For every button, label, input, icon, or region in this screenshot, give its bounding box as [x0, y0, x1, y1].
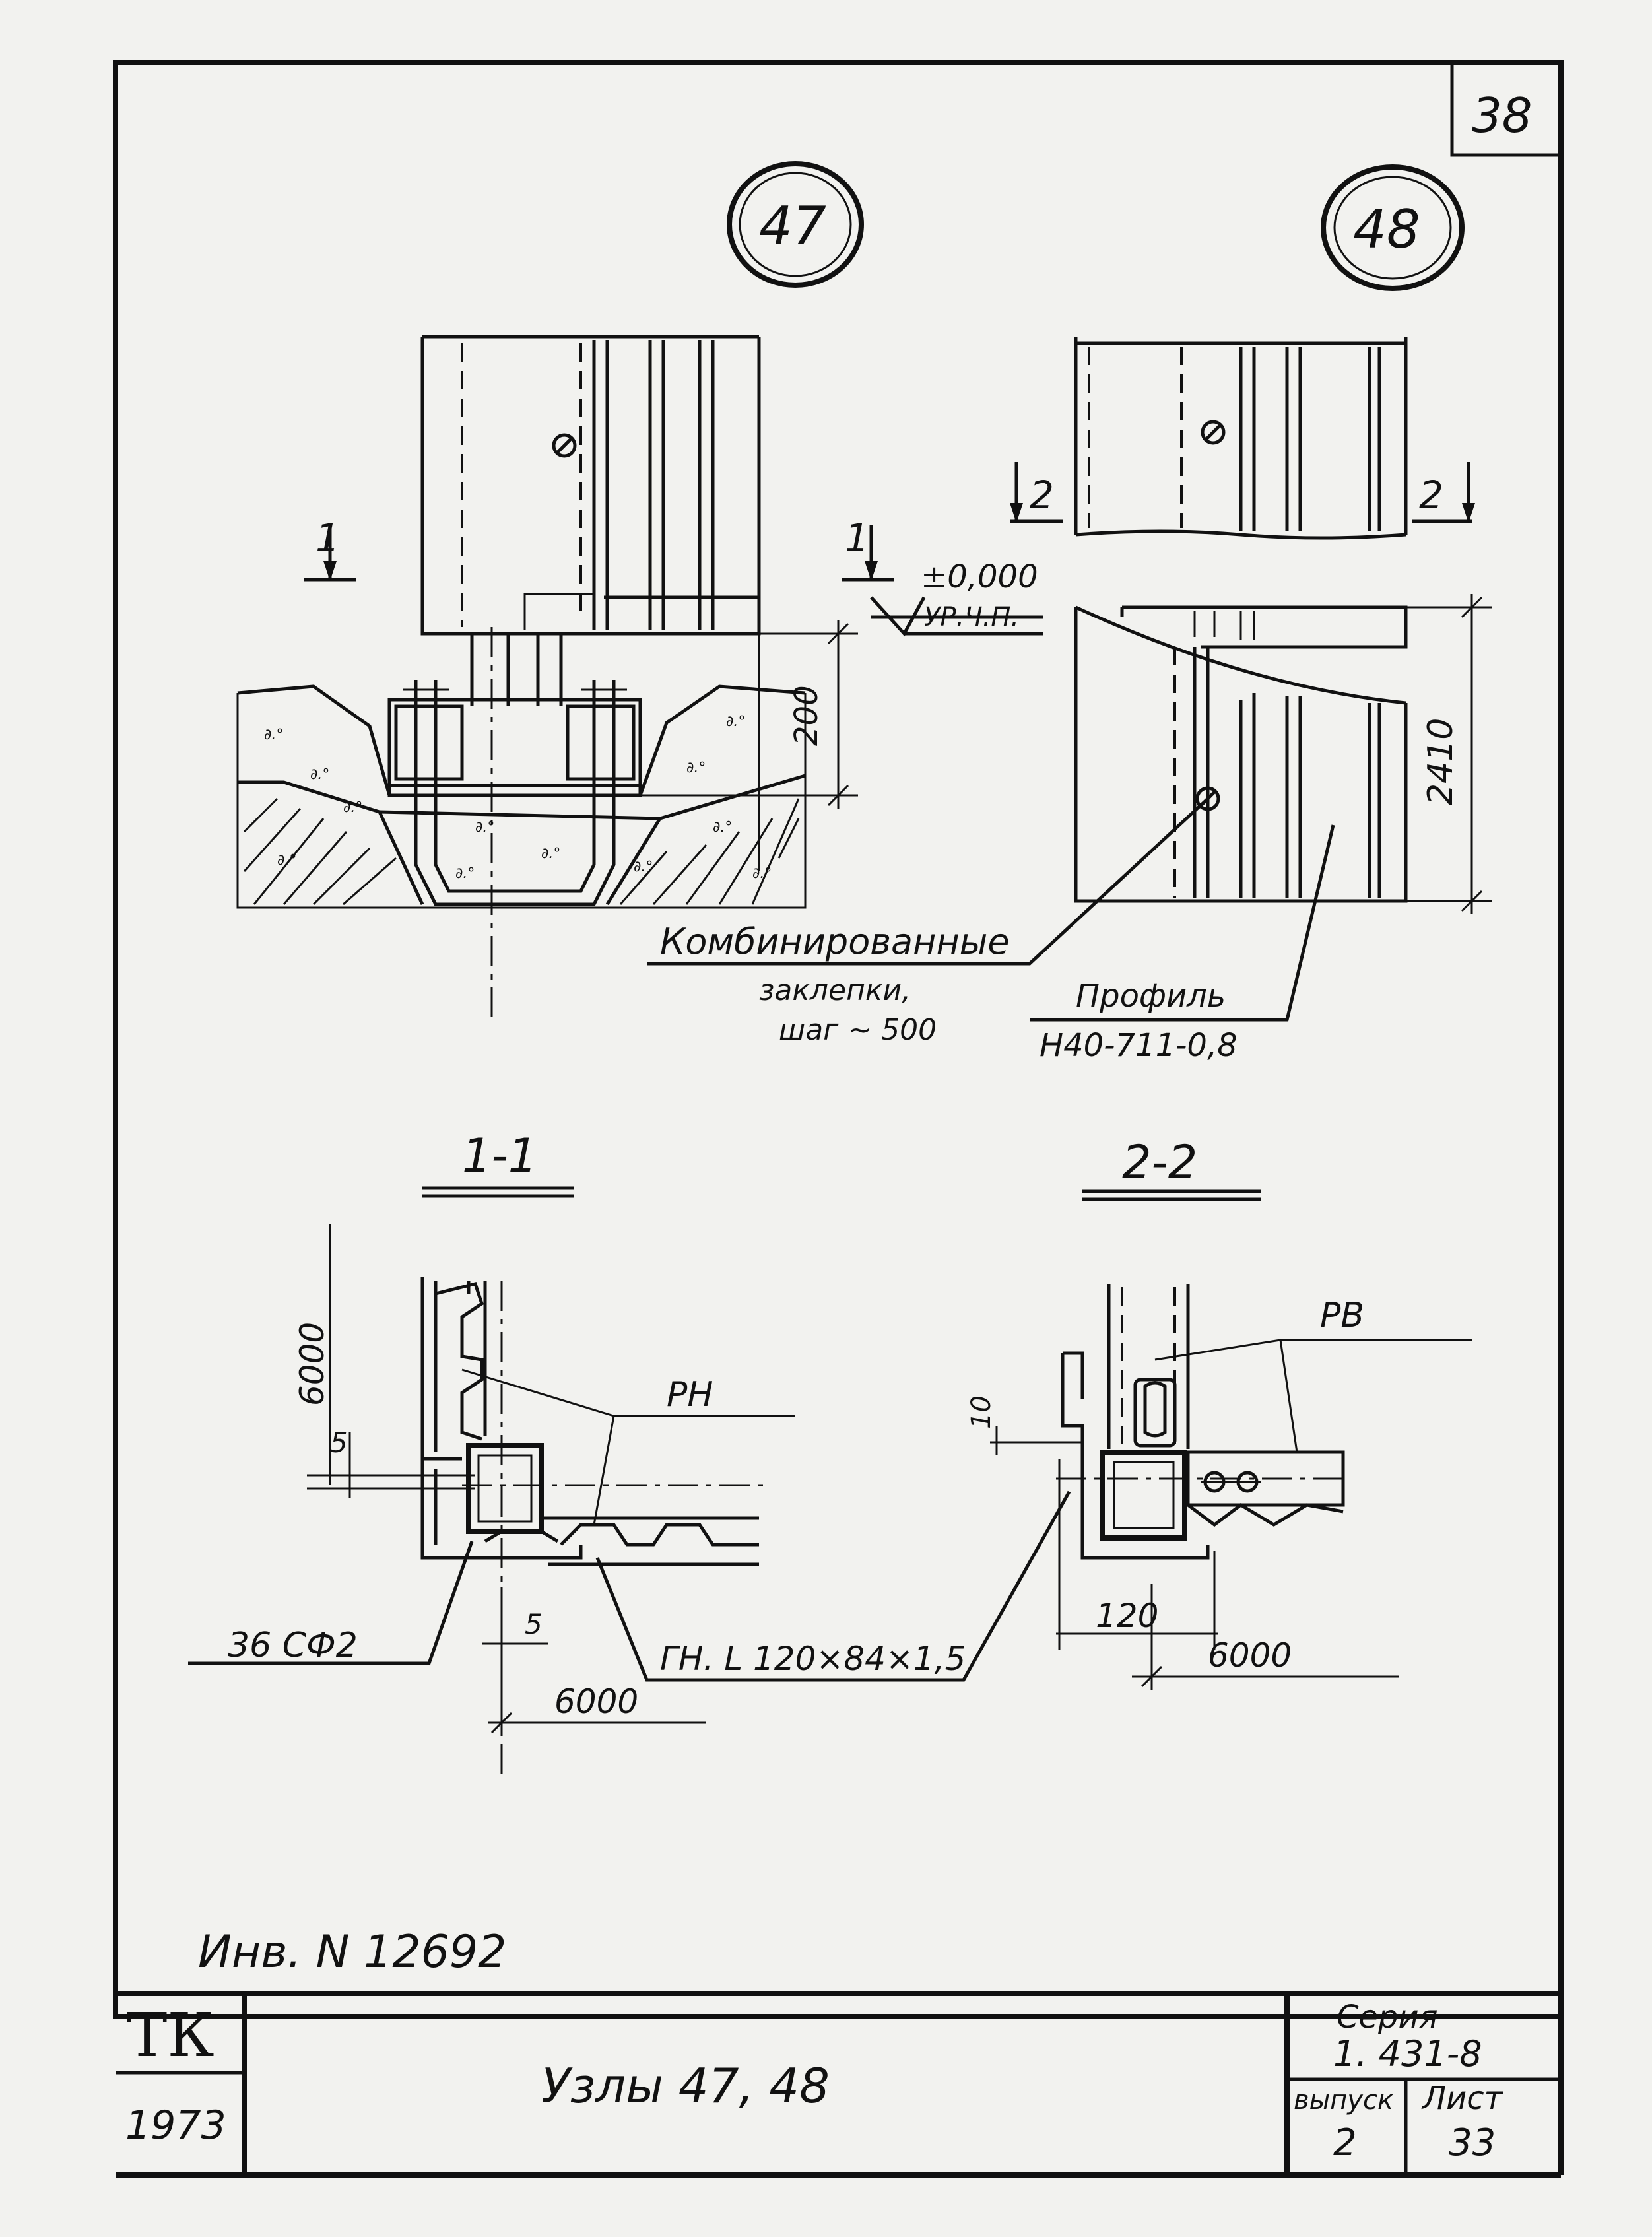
svg-text:∂.°: ∂.° — [455, 865, 475, 882]
svg-text:10: 10 — [966, 1395, 997, 1429]
svg-text:2: 2 — [1419, 473, 1443, 518]
section-mark-1-left: 1 — [304, 516, 356, 582]
sheet-border — [113, 60, 1564, 2019]
dimension-200: 200 — [640, 620, 858, 809]
sheet-label: Лист — [1421, 2080, 1504, 2117]
section-2-2: 2-2 10 120 6000 РВ — [966, 1135, 1472, 1690]
svg-text:∂.°: ∂.° — [634, 859, 653, 875]
svg-text:РН: РН — [667, 1375, 713, 1415]
section-1-1-title: 1-1 — [462, 1129, 537, 1183]
svg-text:∂.°: ∂.° — [264, 727, 283, 743]
section-mark-2-right: 2 — [1412, 462, 1475, 523]
svg-text:∂.°: ∂.° — [277, 852, 296, 869]
section-mark-1-right: 1 — [842, 516, 894, 582]
issue-value: 2 — [1333, 2121, 1357, 2164]
concrete-speckle: ∂.° ∂.° ∂.° ∂.° ∂.° ∂.° ∂.° ∂.° ∂.° ∂.° ∂.° ∂.… — [264, 714, 772, 882]
svg-text:2410: 2410 — [1421, 718, 1461, 805]
svg-text:6000: 6000 — [554, 1683, 638, 1721]
inventory-number: Инв. N 12692 — [198, 1926, 506, 1978]
svg-text:5: 5 — [525, 1608, 543, 1640]
svg-text:200: 200 — [788, 685, 825, 746]
svg-text:∂.°: ∂.° — [475, 819, 494, 836]
series-label: Серия — [1337, 1999, 1438, 2036]
svg-text:1: 1 — [845, 516, 869, 560]
svg-text:∂.°: ∂.° — [541, 846, 560, 862]
svg-text:УР.Ч.П.: УР.Ч.П. — [924, 602, 1019, 632]
node-47: 47 — [236, 161, 1043, 1017]
svg-text:∂.°: ∂.° — [343, 799, 362, 816]
svg-text:36 СФ2: 36 СФ2 — [228, 1626, 358, 1665]
svg-text:∂.°: ∂.° — [713, 819, 732, 836]
sheet-value: 33 — [1449, 2121, 1496, 2164]
svg-text:5: 5 — [330, 1426, 348, 1459]
title-block: ТК 1973 Узлы 47, 48 Серия 1. 431-8 выпус… — [116, 1991, 1564, 2178]
section-mark-2-left: 2 — [1010, 462, 1063, 523]
svg-text:Комбинированные: Комбинированные — [660, 921, 1010, 962]
series-value: 1. 431-8 — [1333, 2033, 1482, 2075]
svg-text:6000: 6000 — [293, 1322, 331, 1406]
drawing-title: Узлы 47, 48 — [541, 2058, 830, 2114]
svg-text:∂.°: ∂.° — [752, 865, 772, 882]
node-47-circle — [727, 161, 864, 288]
node-48: 48 2 2 2410 — [1010, 164, 1492, 914]
elevation-mark: ±0,000 УР.Ч.П. — [870, 558, 1043, 637]
svg-text:±0,000: ±0,000 — [921, 558, 1038, 595]
svg-text:6000: 6000 — [1208, 1636, 1292, 1675]
sheet-number: 38 — [1472, 88, 1533, 143]
svg-text:заклепки,: заклепки, — [759, 974, 911, 1007]
node-47-label: 47 — [759, 195, 826, 257]
svg-text:∂.°: ∂.° — [726, 714, 745, 730]
section-2-2-title: 2-2 — [1122, 1135, 1197, 1189]
org-stamp: ТК — [127, 2000, 215, 2071]
svg-text:1: 1 — [315, 516, 340, 560]
issue-label: выпуск — [1294, 2085, 1393, 2116]
section-1-1: 1-1 6000 5 РН 36 СФ2 ГН. L 120×84×1,5 5 — [188, 1129, 1071, 1782]
dimension-2410: 2410 — [1406, 594, 1492, 914]
foundation-hatch — [243, 797, 800, 906]
svg-text:РВ: РВ — [1320, 1296, 1364, 1335]
profile-callout: Профиль Н40-711-0,8 — [1030, 824, 1335, 1064]
svg-text:Профиль: Профиль — [1076, 978, 1226, 1015]
svg-text:120: 120 — [1096, 1597, 1158, 1635]
svg-text:шаг ~ 500: шаг ~ 500 — [779, 1013, 937, 1047]
sheet-number-box: 38 — [1450, 63, 1561, 157]
rivet-callout: Комбинированные заклепки, шаг ~ 500 — [647, 797, 1209, 1047]
svg-text:∂.°: ∂.° — [310, 766, 329, 783]
svg-text:∂.°: ∂.° — [686, 760, 706, 776]
node-48-circle — [1321, 164, 1465, 291]
node-48-label: 48 — [1353, 199, 1420, 260]
year: 1973 — [125, 2102, 226, 2149]
svg-text:2: 2 — [1030, 473, 1054, 518]
svg-text:ГН. L 120×84×1,5: ГН. L 120×84×1,5 — [660, 1640, 966, 1678]
svg-text:Н40-711-0,8: Н40-711-0,8 — [1040, 1027, 1238, 1064]
